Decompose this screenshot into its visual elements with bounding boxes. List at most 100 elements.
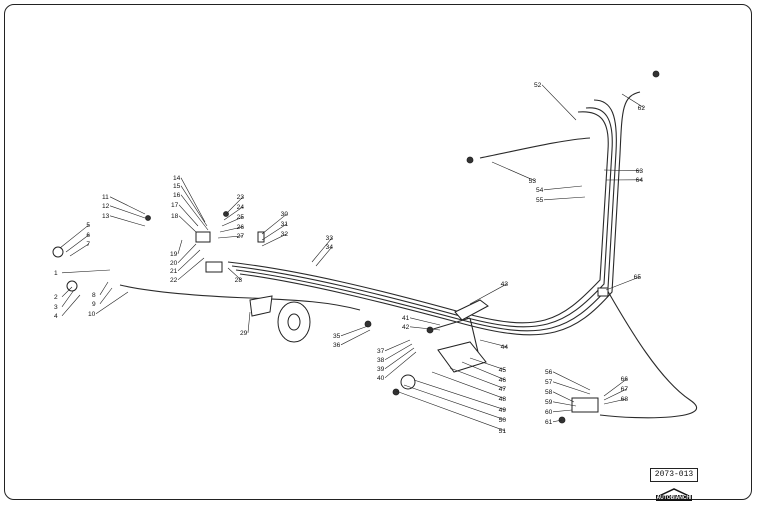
- callout-leader-15: [180, 185, 208, 227]
- callout-leader-2: [61, 286, 73, 298]
- brand-logo-mark: [658, 488, 690, 497]
- mounting-bracket: [249, 295, 273, 317]
- cable-end-cap: [652, 70, 660, 78]
- callout-46: 46: [499, 377, 507, 384]
- adjuster-plate: [571, 397, 599, 413]
- callout-58: 58: [545, 389, 553, 396]
- cable-guide: [454, 299, 489, 321]
- callout-26: 26: [237, 224, 245, 231]
- callout-leader-1: [61, 269, 111, 274]
- callout-leader-51: [395, 390, 506, 432]
- callout-leader-19: [177, 239, 183, 254]
- reference-code-box: 2073-013: [650, 468, 698, 482]
- end-nut: [66, 280, 78, 292]
- callout-7: 7: [86, 241, 90, 248]
- callout-55: 55: [536, 197, 544, 204]
- callout-17: 17: [171, 202, 179, 209]
- callout-49: 49: [499, 407, 507, 414]
- callout-leader-16: [180, 194, 209, 231]
- callout-leader-41: [409, 317, 441, 326]
- washer: [426, 326, 434, 334]
- callout-leader-67: [603, 388, 628, 401]
- callout-32: 32: [281, 231, 289, 238]
- callout-23: 23: [237, 194, 245, 201]
- callout-61: 61: [545, 419, 553, 426]
- callout-13: 13: [102, 213, 110, 220]
- callout-36: 36: [333, 342, 341, 349]
- cable-end-cap: [466, 156, 474, 164]
- callout-leader-43: [469, 283, 508, 305]
- callout-leader-50: [403, 384, 506, 421]
- callout-43: 43: [501, 281, 509, 288]
- callout-39: 39: [377, 366, 385, 373]
- callout-45: 45: [499, 367, 507, 374]
- callout-64: 64: [636, 177, 644, 184]
- callout-3: 3: [54, 304, 58, 311]
- callout-leader-33: [311, 237, 333, 263]
- callout-53: 53: [529, 178, 537, 185]
- pulley-bracket: [205, 261, 223, 273]
- cable-bundle: [119, 91, 698, 419]
- callout-leader-40: [384, 351, 417, 379]
- callout-10: 10: [88, 311, 96, 318]
- callout-9: 9: [92, 301, 96, 308]
- callout-leader-53: [491, 161, 536, 182]
- callout-leader-35: [340, 325, 369, 337]
- callout-12: 12: [102, 203, 110, 210]
- callout-leader-49: [413, 379, 506, 411]
- callout-leader-44: [479, 339, 508, 348]
- callout-leader-5: [59, 224, 90, 249]
- handbrake-lever: [437, 341, 487, 373]
- callout-leader-54: [543, 185, 583, 191]
- callout-leader-45: [469, 357, 506, 371]
- callout-leader-61: [552, 419, 563, 423]
- callout-leader-22: [177, 257, 205, 281]
- callout-leader-20: [177, 243, 197, 264]
- callout-27: 27: [237, 233, 245, 240]
- callout-leader-17: [178, 204, 199, 227]
- callout-numbers: 1234567891011121314151617181920212223242…: [54, 82, 645, 435]
- callout-54: 54: [536, 187, 544, 194]
- callout-11: 11: [102, 194, 109, 201]
- callout-leader-6: [65, 234, 90, 253]
- callout-2: 2: [54, 294, 58, 301]
- callout-25: 25: [237, 214, 245, 221]
- callout-20: 20: [170, 260, 178, 267]
- callout-leader-37: [384, 339, 411, 352]
- callout-1: 1: [54, 270, 58, 277]
- callout-47: 47: [499, 386, 507, 393]
- callout-leader-27: [217, 235, 244, 239]
- callout-leader-31: [261, 223, 288, 241]
- callout-leader-52: [541, 84, 577, 121]
- callout-leader-39: [384, 347, 415, 370]
- callout-44: 44: [501, 344, 509, 351]
- callout-leader-12: [109, 205, 146, 219]
- callout-leader-24: [223, 206, 244, 221]
- callout-14: 14: [173, 175, 181, 182]
- cable-clamp: [597, 287, 609, 297]
- callout-leader-36: [340, 329, 371, 346]
- callout-21: 21: [170, 268, 178, 275]
- callout-leader-21: [177, 249, 201, 272]
- callout-38: 38: [377, 357, 385, 364]
- callout-65: 65: [634, 274, 642, 281]
- callout-18: 18: [171, 213, 179, 220]
- callout-57: 57: [545, 379, 553, 386]
- callout-42: 42: [402, 324, 410, 331]
- callout-leader-55: [543, 196, 586, 201]
- callout-leader-3: [61, 289, 75, 307]
- callout-leader-62: [621, 93, 645, 109]
- callout-leader-42: [409, 326, 441, 331]
- callout-24: 24: [237, 204, 245, 211]
- callout-68: 68: [621, 396, 629, 403]
- callout-leader-59: [552, 401, 577, 407]
- callout-33: 33: [326, 235, 334, 242]
- callout-leader-8: [99, 281, 109, 295]
- callout-leader-10: [95, 291, 129, 315]
- callout-leader-60: [552, 409, 573, 413]
- callout-leader-4: [61, 294, 81, 316]
- callout-22: 22: [170, 277, 178, 284]
- callout-leader-26: [219, 226, 244, 233]
- callout-66: 66: [621, 376, 629, 383]
